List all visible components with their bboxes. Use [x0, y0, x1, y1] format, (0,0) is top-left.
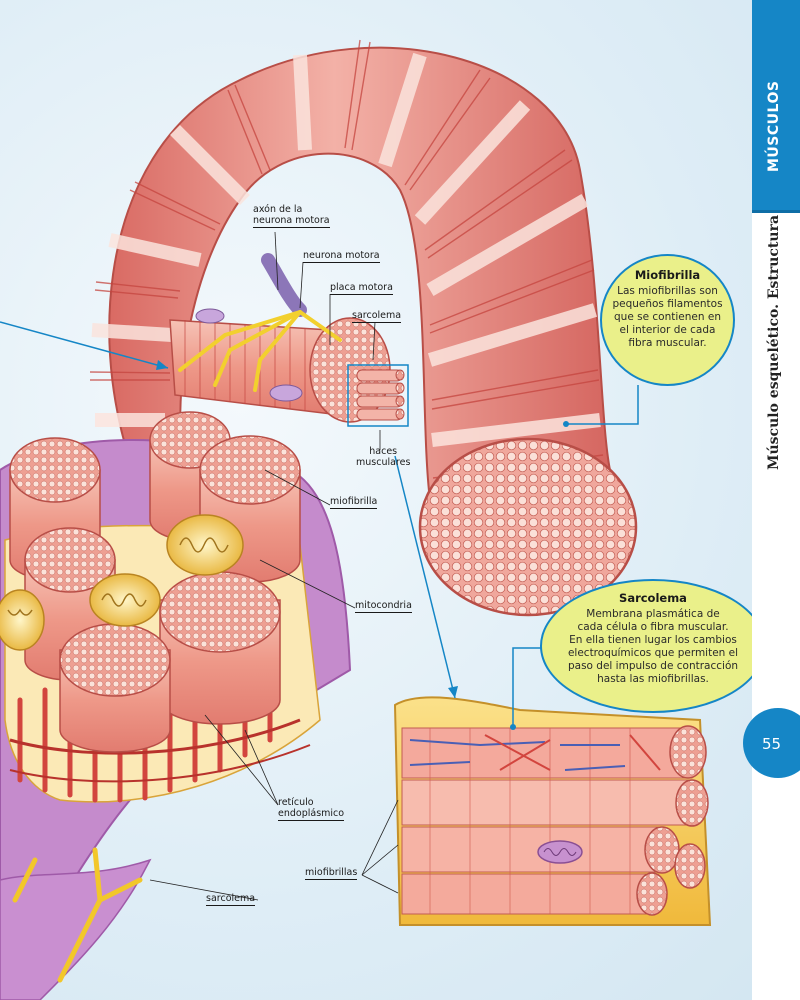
enlarged-myofibril-block: [393, 696, 712, 926]
mitochondria-shapes: [0, 514, 244, 651]
motor-plate-label: placa motora: [330, 282, 393, 295]
sarcolemma-callout-line: Membrana plasmática de: [586, 608, 720, 620]
myofibril-callout: Miofibrilla Las miofibrillas son pequeño…: [600, 254, 735, 386]
myofibril-callout-line: el interior de cada: [619, 324, 716, 336]
motor-neuron-label: neurona motora: [303, 250, 380, 263]
mitochondria-label: mitocondria: [355, 600, 412, 613]
axon-label-line2: neurona motora: [253, 215, 330, 226]
myofibril-callout-line: pequeños filamentos: [612, 298, 723, 310]
bundles-label-line1: haces: [369, 446, 398, 457]
sarcolemma-bottom-label: sarcolema: [206, 893, 256, 906]
label-lines: [149, 231, 399, 901]
myofibrils-label: miofibrillas: [305, 867, 358, 880]
section-subtitle: Músculo esquelético. Estructura: [766, 214, 782, 470]
er-label: retículo endoplásmico: [278, 797, 345, 821]
sarcolemma-callout-line: electroquímicos que permiten el: [567, 647, 739, 659]
tab-divider: [752, 210, 800, 213]
page-number-badge: [743, 708, 800, 778]
sarcolemma-callout-line: paso del impulso de contracción: [567, 660, 739, 672]
page-number: 55: [762, 735, 782, 753]
myofibril-callout-line: que se contienen en: [614, 311, 721, 323]
sarcolemma-callout-line: cada célula o fibra muscular.: [577, 621, 729, 633]
er-label-line1: retículo: [278, 797, 314, 808]
sarcolemma-top-label: sarcolema: [352, 310, 402, 323]
bundles-label: haces musculares: [356, 446, 410, 468]
myofibril-callout-line: fibra muscular.: [628, 337, 707, 349]
sarcolemma-callout-line: En ella tienen lugar los cambios: [569, 634, 737, 646]
subtitle-strip: [752, 212, 800, 1000]
muscle-bundle-cutaway: [0, 411, 352, 1000]
myofibril-callout-title: Miofibrilla: [634, 268, 701, 282]
er-label-line2: endoplásmico: [278, 808, 345, 819]
sarcolemma-callout: Sarcolema Membrana plasmática de cada cé…: [540, 579, 766, 713]
section-title: MÚSCULOS: [766, 80, 782, 172]
leader-arrowheads: [156, 360, 569, 730]
sarcolemma-callout-line: hasta las miofibrillas.: [597, 673, 709, 685]
axon-label: axón de la neurona motora: [253, 204, 330, 228]
myofibril-label: miofibrilla: [330, 496, 378, 509]
leader-lines: [0, 321, 639, 727]
bundles-label-line2: musculares: [356, 457, 411, 468]
myofibril-callout-line: Las miofibrillas son: [617, 285, 718, 297]
sarcolemma-callout-title: Sarcolema: [619, 591, 687, 605]
section-tab: [752, 0, 800, 212]
axon-label-line1: axón de la: [253, 204, 303, 215]
